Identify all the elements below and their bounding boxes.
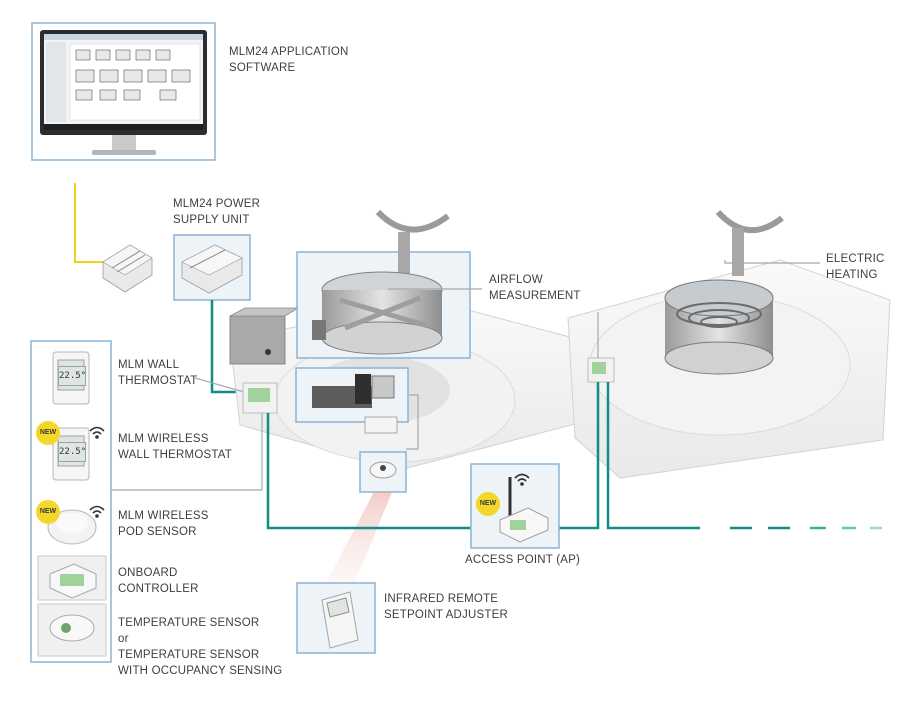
label-wireless-thermostat: MLM WIRELESS WALL THERMOSTAT — [118, 433, 232, 461]
monitor-icon — [31, 22, 216, 161]
heating-coil-icon — [567, 209, 891, 479]
label-software: MLM24 APPLICATION SOFTWARE — [229, 46, 349, 74]
new-badge-wireless-thermostat: NEW — [36, 421, 60, 445]
label-wall-thermostat: MLM WALL THERMOSTAT — [118, 359, 198, 387]
power-supply-icon — [102, 234, 251, 301]
remote-icon — [321, 591, 359, 649]
label-infrared-remote: INFRARED REMOTE SETPOINT ADJUSTER — [384, 593, 508, 621]
label-onboard-controller: ONBOARD CONTROLLER — [118, 567, 199, 595]
thermostat-display: 22.5° — [58, 366, 86, 386]
new-badge-pod-sensor: NEW — [36, 500, 60, 524]
label-airflow: AIRFLOW MEASUREMENT — [489, 274, 581, 302]
controller-icon — [37, 555, 107, 601]
label-pod-sensor: MLM WIRELESS POD SENSOR — [118, 510, 209, 538]
label-power-supply: MLM24 POWER SUPPLY UNIT — [173, 198, 261, 226]
label-heating: ELECTRIC HEATING — [826, 253, 885, 281]
label-access-point: ACCESS POINT (AP) — [465, 554, 581, 566]
pod-sensor-icon — [47, 509, 97, 545]
new-badge-access-point: NEW — [476, 492, 500, 516]
label-temperature-sensor: TEMPERATURE SENSOR or TEMPERATURE SENSOR… — [118, 617, 283, 677]
wifi-icon — [89, 426, 530, 518]
wireless-thermostat-display: 22.5° — [58, 442, 86, 462]
